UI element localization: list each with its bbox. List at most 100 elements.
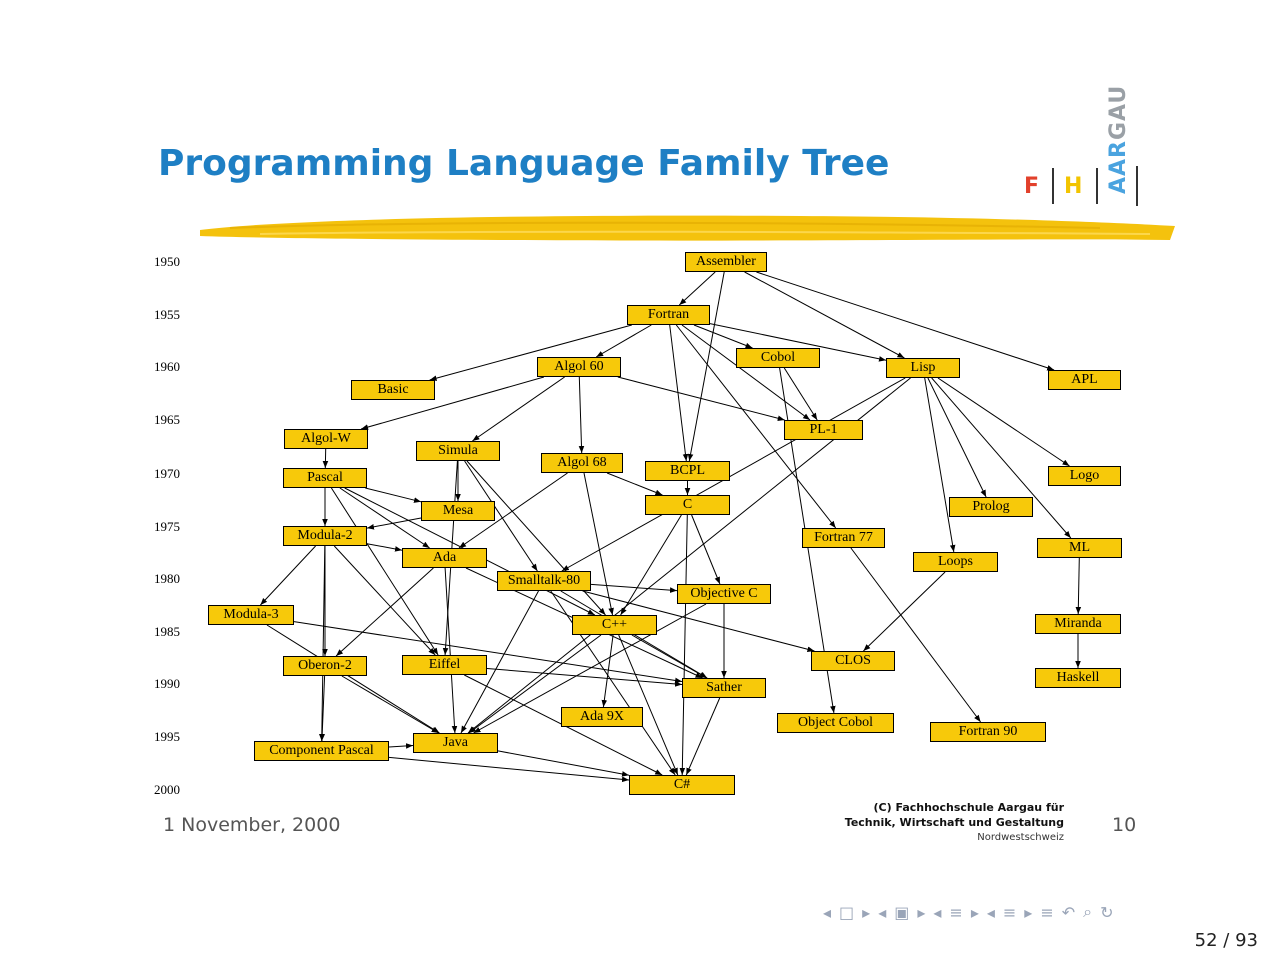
nav-prev-part-icon[interactable]: ◂	[986, 902, 995, 922]
language-node-loops: Loops	[913, 552, 998, 572]
edge-algol68-to-cpp	[583, 472, 614, 616]
edge-fortran-to-cobol	[693, 324, 753, 349]
logo-divider	[1096, 168, 1098, 204]
language-node-pascal: Pascal	[283, 468, 367, 488]
page-counter: 52 / 93	[1194, 930, 1258, 951]
edge-oberon2-to-java	[341, 675, 439, 734]
edge-lisp-to-loops	[924, 377, 956, 553]
slide-title: Programming Language Family Tree	[158, 143, 890, 184]
nav-frame-icon[interactable]: □	[839, 902, 855, 922]
nav-next-frame-icon[interactable]: ▸	[862, 902, 871, 922]
year-label: 1975	[154, 519, 180, 534]
inner-slide-number: 10	[1112, 814, 1137, 836]
slide-date: 1 November, 2000	[163, 814, 341, 836]
language-node-haskell: Haskell	[1035, 668, 1121, 688]
language-node-clos: CLOS	[811, 651, 895, 671]
nav-prev-subsection-icon[interactable]: ◂	[878, 902, 887, 922]
edge-fortran-to-algol60	[595, 324, 652, 358]
language-node-algol68: Algol 68	[541, 453, 623, 473]
edge-pascal-to-mesa	[365, 487, 422, 503]
year-label: 1960	[154, 359, 180, 374]
beamer-navigation-bar: ◂ □ ▸ ◂ ▣ ▸ ◂ ≡ ▸ ◂ ≡ ▸ ≡ ↶ ⌕ ↻	[820, 900, 1117, 924]
edge-cpp-to-csharp	[618, 634, 679, 776]
nav-forward-icon[interactable]: ↻	[1100, 902, 1114, 922]
edge-assembler-to-lisp	[744, 271, 905, 359]
language-node-csharp: C#	[629, 775, 735, 795]
edge-smalltalk80-to-objc	[590, 583, 678, 593]
edge-assembler-to-bcpl	[687, 271, 725, 462]
language-node-objc: Objective C	[677, 584, 771, 604]
logo-aargau-grey: GAU	[1106, 84, 1131, 140]
language-node-oberon2: Oberon-2	[283, 656, 367, 676]
copyright-line: Nordwestschweiz	[977, 832, 1064, 843]
nav-prev-frame-icon[interactable]: ◂	[823, 902, 832, 922]
nav-next-section-icon[interactable]: ▸	[970, 902, 979, 922]
language-node-algol60: Algol 60	[537, 357, 621, 377]
language-node-ml: ML	[1037, 538, 1122, 558]
logo-letter-h: H	[1064, 174, 1083, 199]
edge-sather-to-csharp	[685, 697, 721, 776]
edge-ada-to-oberon2	[335, 567, 434, 657]
edge-algol60-to-pl1	[617, 376, 785, 421]
edge-cpascal-to-csharp	[388, 756, 630, 783]
language-node-bcpl: BCPL	[645, 461, 730, 481]
nav-subsection-icon[interactable]: ▣	[894, 902, 910, 922]
nav-next-subsection-icon[interactable]: ▸	[917, 902, 926, 922]
nav-section-icon[interactable]: ≡	[949, 902, 963, 922]
language-node-fortran: Fortran	[627, 305, 710, 325]
language-node-lisp: Lisp	[886, 358, 960, 378]
language-node-apl: APL	[1048, 370, 1121, 390]
copyright-note: (C) Fachhochschule Aargau für Technik, W…	[800, 800, 1064, 845]
edge-oberon2-to-cpascal	[319, 675, 326, 742]
edge-cpascal-to-java	[388, 743, 414, 749]
language-node-pl1: PL-1	[784, 420, 863, 440]
language-node-ada9x: Ada 9X	[561, 707, 643, 727]
copyright-line: Technik, Wirtschaft und Gestaltung	[844, 816, 1064, 829]
year-label: 1995	[154, 729, 180, 744]
language-node-ada: Ada	[402, 548, 487, 568]
fh-aargau-logo: F H AARGAU	[1020, 70, 1150, 210]
language-node-modula2: Modula-2	[283, 526, 367, 546]
year-label: 1950	[154, 254, 180, 269]
logo-letter-f: F	[1024, 174, 1040, 199]
edge-cpp-to-sather	[631, 634, 707, 679]
logo-divider	[1052, 168, 1054, 204]
edge-fortran77-to-fortran90	[850, 547, 982, 723]
edge-modula2-to-ada	[366, 543, 403, 552]
edge-assembler-to-fortran	[678, 271, 716, 306]
nav-part-icon[interactable]: ≡	[1002, 902, 1017, 922]
language-node-fortran90: Fortran 90	[930, 722, 1046, 742]
logo-aargau: AARGAU	[1106, 85, 1131, 194]
language-node-smalltalk80: Smalltalk-80	[497, 571, 591, 591]
language-node-c: C	[645, 495, 730, 515]
language-node-prolog: Prolog	[949, 497, 1033, 517]
language-node-cpascal: Component Pascal	[254, 741, 389, 761]
year-label: 1985	[154, 624, 180, 639]
edge-cpp-to-ada9x	[601, 634, 614, 708]
logo-divider	[1136, 166, 1138, 206]
year-label: 2000	[154, 782, 180, 797]
language-node-eiffel: Eiffel	[402, 655, 487, 675]
edge-modula2-to-cpascal	[319, 545, 326, 742]
year-label: 1990	[154, 676, 180, 691]
edge-cobol-to-pl1	[783, 367, 818, 421]
nav-search-icon[interactable]: ⌕	[1083, 902, 1093, 921]
edge-mesa-to-modula2	[366, 517, 422, 530]
nav-prev-section-icon[interactable]: ◂	[933, 902, 942, 922]
language-node-objectcobol: Object Cobol	[777, 713, 894, 733]
language-node-assembler: Assembler	[685, 252, 767, 272]
edge-simula-to-cpp	[466, 460, 606, 616]
nav-back-icon[interactable]: ↶	[1061, 902, 1076, 922]
edge-lisp-to-prolog	[927, 377, 987, 498]
year-label: 1970	[154, 466, 180, 481]
edge-ml-to-miranda	[1075, 557, 1082, 615]
edge-c-to-csharp	[679, 514, 688, 776]
year-label: 1980	[154, 571, 180, 586]
nav-next-part-icon[interactable]: ▸	[1024, 902, 1033, 922]
year-label: 1955	[154, 307, 180, 322]
language-node-logo: Logo	[1048, 466, 1121, 486]
edge-eiffel-to-sather	[486, 668, 683, 687]
language-node-cpp: C++	[572, 615, 657, 635]
nav-toc-icon[interactable]: ≡	[1040, 902, 1054, 922]
